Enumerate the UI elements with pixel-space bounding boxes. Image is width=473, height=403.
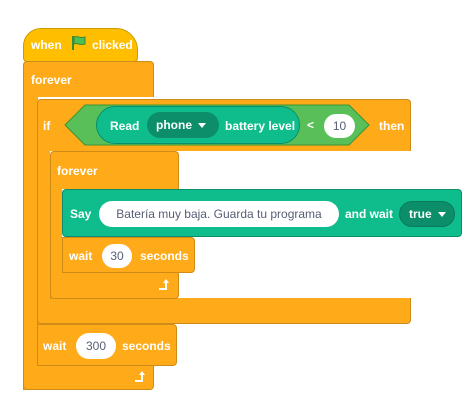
then-label: then	[379, 119, 405, 133]
seconds-label: seconds	[140, 249, 189, 263]
outer-forever-bottom-arm	[23, 366, 154, 390]
outer-forever-arm	[23, 96, 38, 390]
wait-seconds-input[interactable]: 30	[102, 244, 132, 268]
wait-dropdown[interactable]: true	[399, 201, 455, 227]
say-message-input[interactable]: Batería muy baja. Guarda tu programa	[99, 201, 339, 227]
wait-dropdown-value: true	[409, 207, 432, 221]
if-arm	[37, 150, 50, 324]
inner-forever-arm	[50, 188, 62, 299]
if-label: if	[43, 119, 51, 133]
seconds-label: seconds	[122, 339, 171, 353]
dropdown-caret-icon	[198, 122, 206, 128]
battery-level-label: battery level	[225, 119, 296, 133]
wait-30-seconds-block[interactable]: wait 30 seconds	[62, 237, 195, 273]
green-flag-icon	[72, 35, 86, 50]
if-bottom-arm	[37, 298, 411, 324]
hat-when-label: when	[31, 38, 62, 52]
wait-300-seconds-block[interactable]: wait 300 seconds	[37, 324, 177, 366]
operator-symbol: <	[307, 118, 315, 132]
device-dropdown[interactable]: phone	[147, 112, 219, 138]
inner-forever-block[interactable]: forever	[50, 151, 179, 189]
inner-forever-label: forever	[57, 164, 98, 178]
read-label: Read	[110, 119, 140, 133]
wait-label: wait	[69, 249, 93, 263]
when-flag-clicked-hat-block[interactable]: when clicked	[23, 28, 138, 62]
wait-label: wait	[43, 339, 67, 353]
loop-arrow-icon	[135, 371, 145, 382]
hat-clicked-label: clicked	[92, 38, 133, 52]
loop-arrow-icon	[159, 279, 169, 290]
inner-forever-bottom-arm	[50, 273, 179, 299]
read-battery-reporter[interactable]: Read phone battery level	[96, 106, 300, 144]
and-wait-label: and wait	[345, 207, 394, 221]
dropdown-caret-icon	[437, 211, 446, 217]
say-label: Say	[70, 207, 92, 221]
threshold-input[interactable]: 10	[324, 114, 355, 138]
outer-forever-label: forever	[31, 73, 72, 87]
wait-seconds-input[interactable]: 300	[76, 333, 116, 359]
device-dropdown-value: phone	[156, 118, 192, 132]
outer-forever-block[interactable]: forever	[23, 61, 154, 97]
say-block[interactable]: Say Batería muy baja. Guarda tu programa…	[62, 189, 462, 237]
